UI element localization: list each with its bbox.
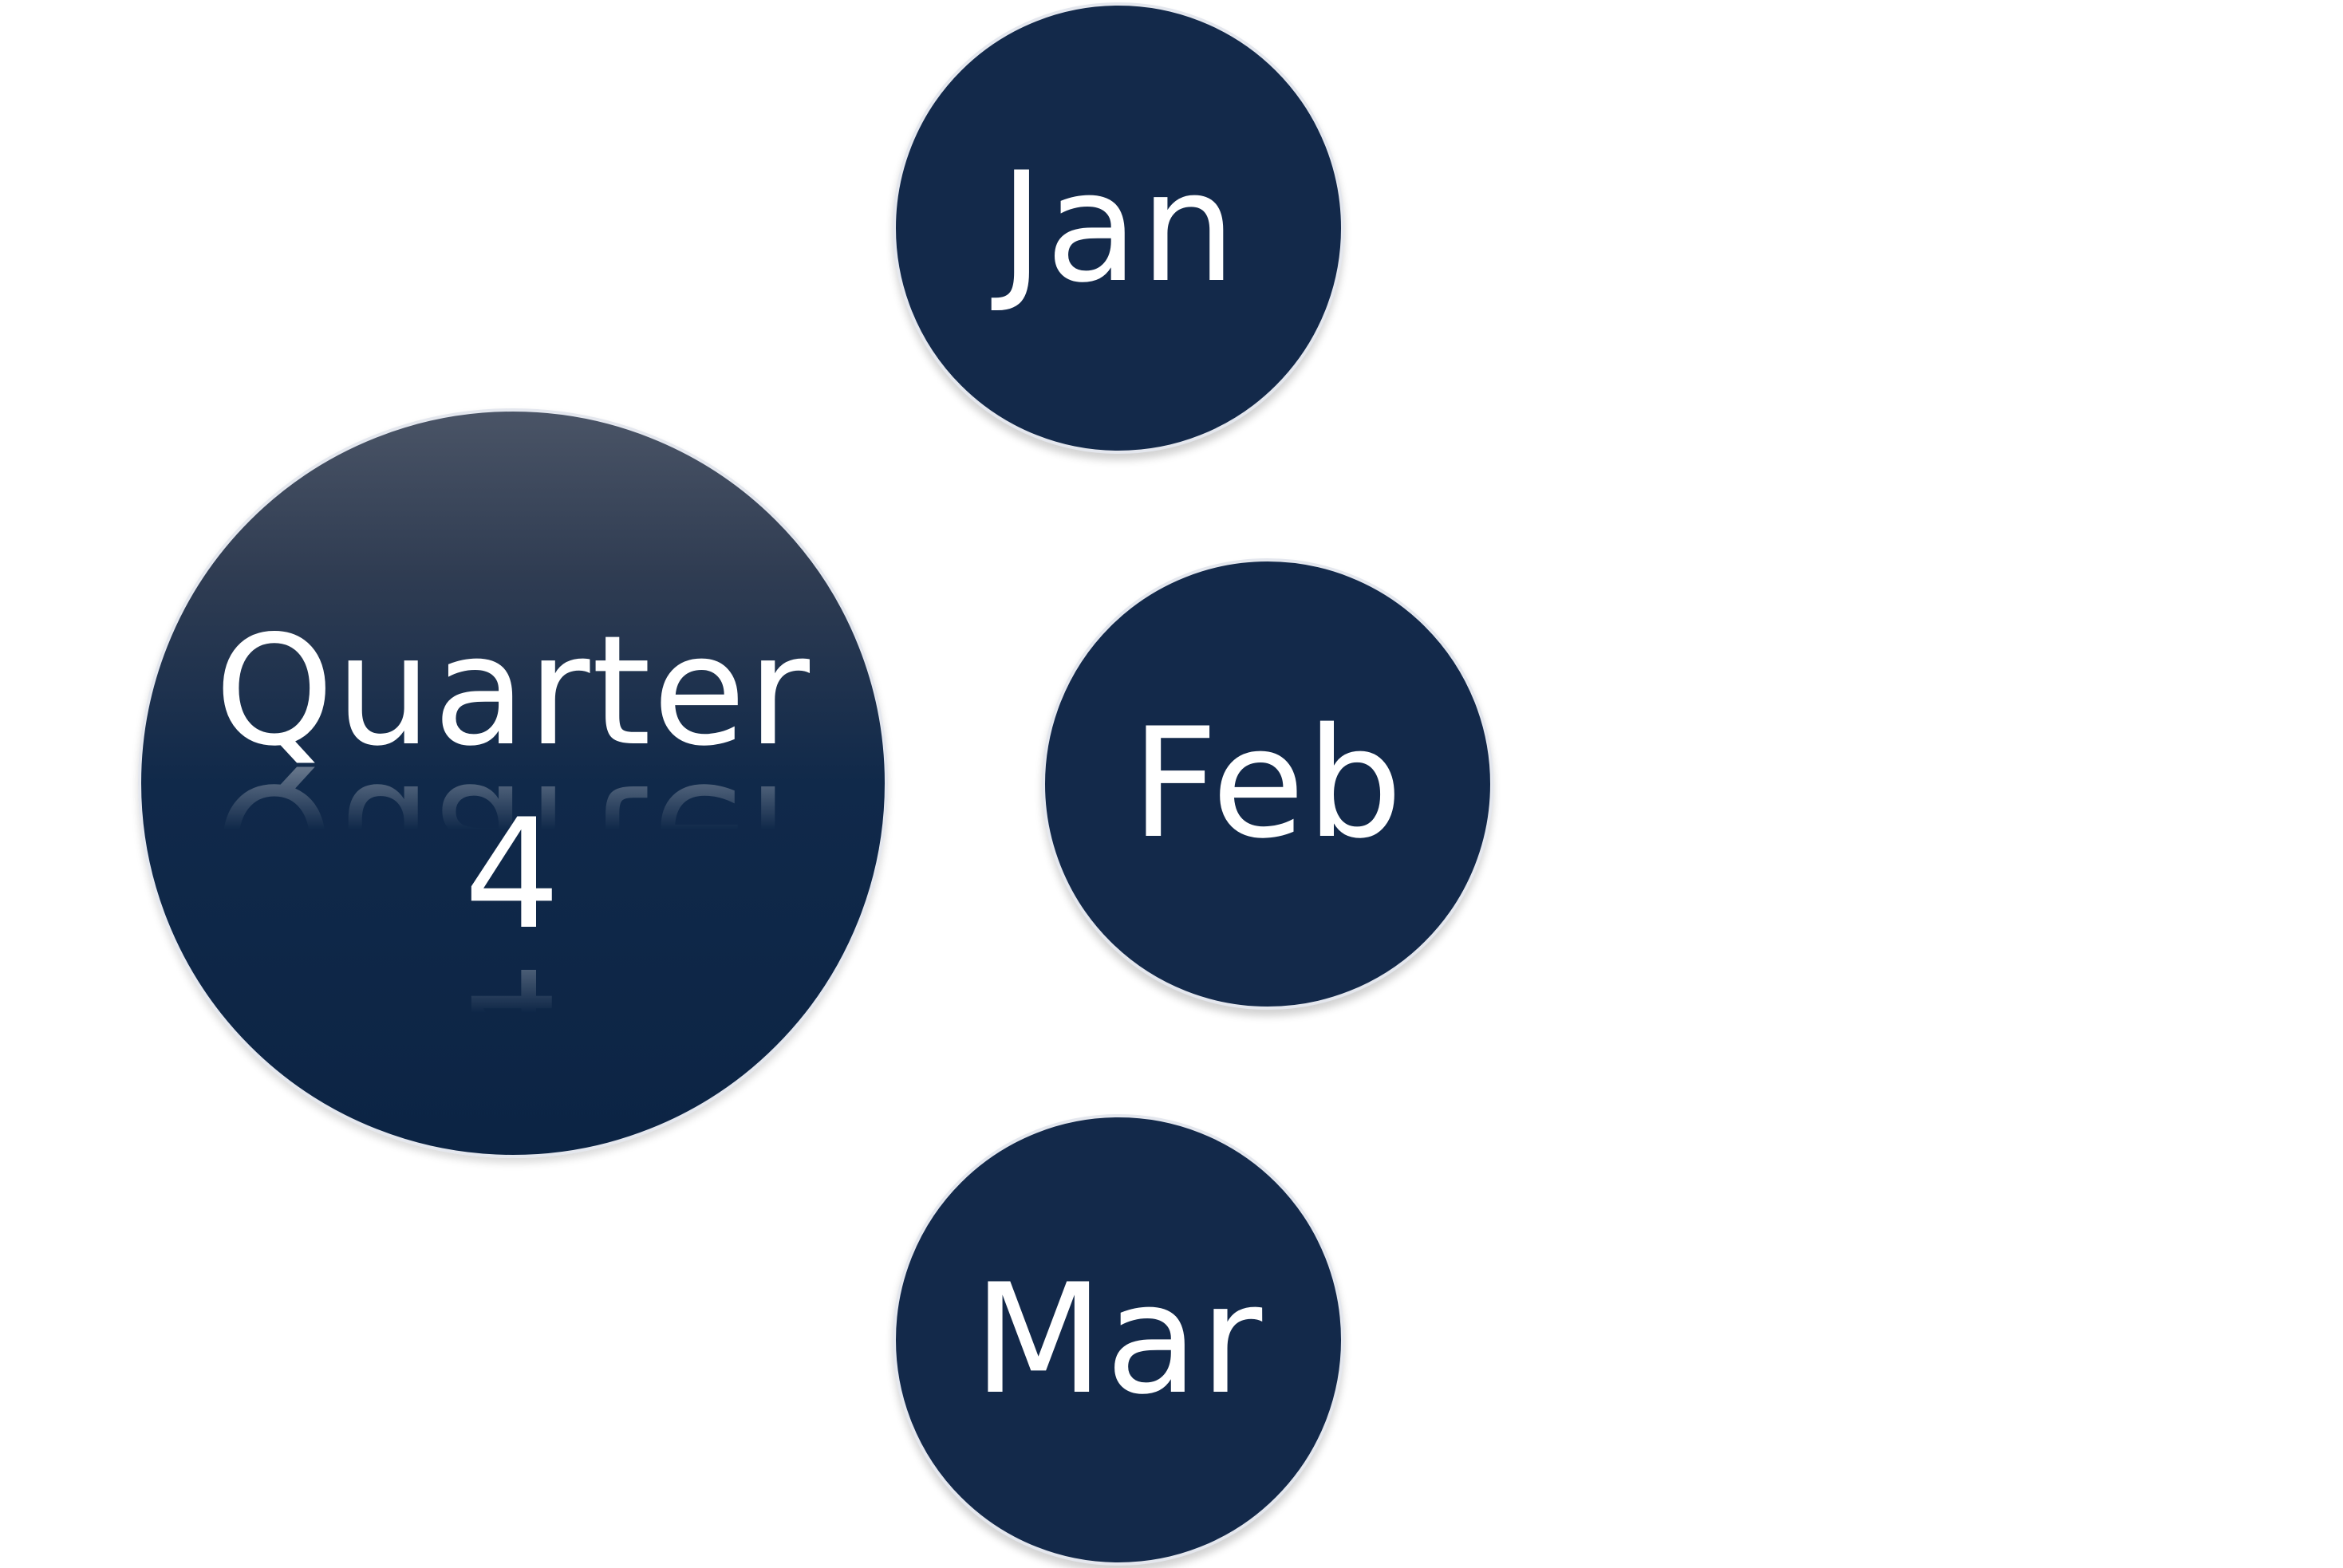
- quarter-circle: Quarter 4: [138, 408, 888, 1158]
- month-circle-feb: Feb: [1042, 558, 1493, 1010]
- month-circle-jan: Jan: [893, 2, 1344, 454]
- quarter-label: Quarter: [215, 608, 811, 775]
- quarter-number: 4: [464, 791, 562, 959]
- month-label-mar: Mar: [972, 1251, 1264, 1428]
- month-label-jan: Jan: [999, 140, 1238, 316]
- month-circle-mar: Mar: [893, 1114, 1344, 1566]
- month-label-feb: Feb: [1130, 695, 1405, 872]
